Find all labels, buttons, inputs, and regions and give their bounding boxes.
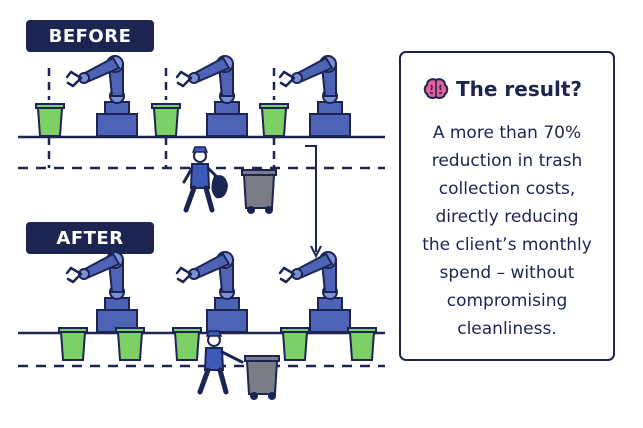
result-line: directly reducing — [435, 207, 579, 227]
worker-icon — [182, 146, 228, 213]
brain-icon — [423, 78, 449, 99]
trash-can-icon — [241, 169, 277, 215]
before-scene — [18, 54, 385, 215]
result-line: reduction in trash — [431, 151, 583, 171]
flow-connector — [305, 145, 317, 252]
after-label: AFTER — [26, 222, 154, 254]
robot-arm — [175, 250, 249, 334]
green-bin — [151, 103, 181, 137]
robot-arm — [175, 54, 249, 138]
result-line: compromising — [446, 291, 568, 311]
green-bin — [280, 327, 310, 361]
result-line: A more than 70% — [432, 123, 582, 143]
result-title: The result? — [456, 77, 582, 101]
result-line: collection costs, — [438, 179, 576, 199]
arrow-head-icon — [310, 245, 322, 259]
result-line: cleanliness. — [457, 319, 557, 339]
result-heading: The result? — [423, 77, 582, 101]
robot-arm — [65, 250, 139, 334]
robot-arm — [65, 54, 139, 138]
green-bin — [115, 327, 145, 361]
green-bin — [259, 103, 289, 137]
green-bin — [172, 327, 202, 361]
green-bin — [58, 327, 88, 361]
green-bin — [347, 327, 377, 361]
robot-arm — [278, 54, 352, 138]
robot-arm — [278, 250, 352, 334]
result-description: A more than 70% reduction in trash colle… — [409, 119, 605, 343]
trash-can-icon — [244, 355, 280, 401]
worker-icon — [197, 330, 244, 395]
green-bin — [35, 103, 65, 137]
result-line: spend – without — [439, 263, 575, 283]
before-label: BEFORE — [26, 20, 154, 52]
after-scene — [18, 250, 385, 401]
result-card: The result? A more than 70% reduction in… — [399, 51, 615, 361]
result-line: the client’s monthly — [422, 235, 592, 255]
